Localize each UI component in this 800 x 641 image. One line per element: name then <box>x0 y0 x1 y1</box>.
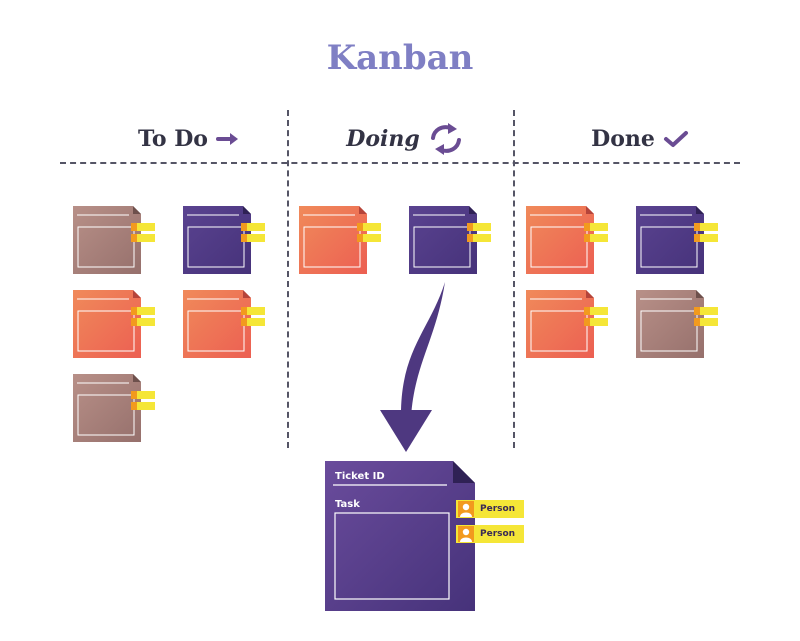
column-divider-2 <box>513 110 515 448</box>
person-icon <box>458 501 474 517</box>
kanban-card <box>183 290 265 358</box>
kanban-card <box>73 374 155 442</box>
column-divider-1 <box>287 110 289 448</box>
kanban-card <box>636 206 718 274</box>
person-label: Person <box>480 529 516 539</box>
person-icon <box>458 526 474 542</box>
column-label-todo: To Do <box>138 126 208 152</box>
arrow-right-icon <box>215 133 238 145</box>
cycle-arrows-icon <box>430 123 461 155</box>
curved-arrow-icon <box>380 282 445 452</box>
column-header-done: Done <box>560 122 720 156</box>
column-header-todo: To Do <box>100 122 280 156</box>
checkmark-icon <box>663 131 688 147</box>
diagram-title: Kanban <box>326 38 474 78</box>
task-label: Task <box>335 499 360 510</box>
ticket-id-label: Ticket ID <box>335 471 385 482</box>
kanban-card <box>73 206 155 274</box>
column-label-done: Done <box>591 126 655 152</box>
column-label-doing: Doing <box>346 126 420 152</box>
kanban-card <box>73 290 155 358</box>
kanban-card <box>409 206 491 274</box>
header-divider <box>60 162 740 164</box>
kanban-card <box>183 206 265 274</box>
kanban-card <box>299 206 381 274</box>
ticket-detail-card: Ticket ID Task <box>325 461 525 613</box>
person-tag-2: Person <box>456 525 524 543</box>
kanban-card <box>526 290 608 358</box>
person-tag-1: Person <box>456 500 524 518</box>
column-header-doing: Doing <box>305 122 505 156</box>
kanban-card <box>526 206 608 274</box>
kanban-card <box>636 290 718 358</box>
person-label: Person <box>480 504 516 514</box>
ticket-detail-shape <box>325 461 475 611</box>
